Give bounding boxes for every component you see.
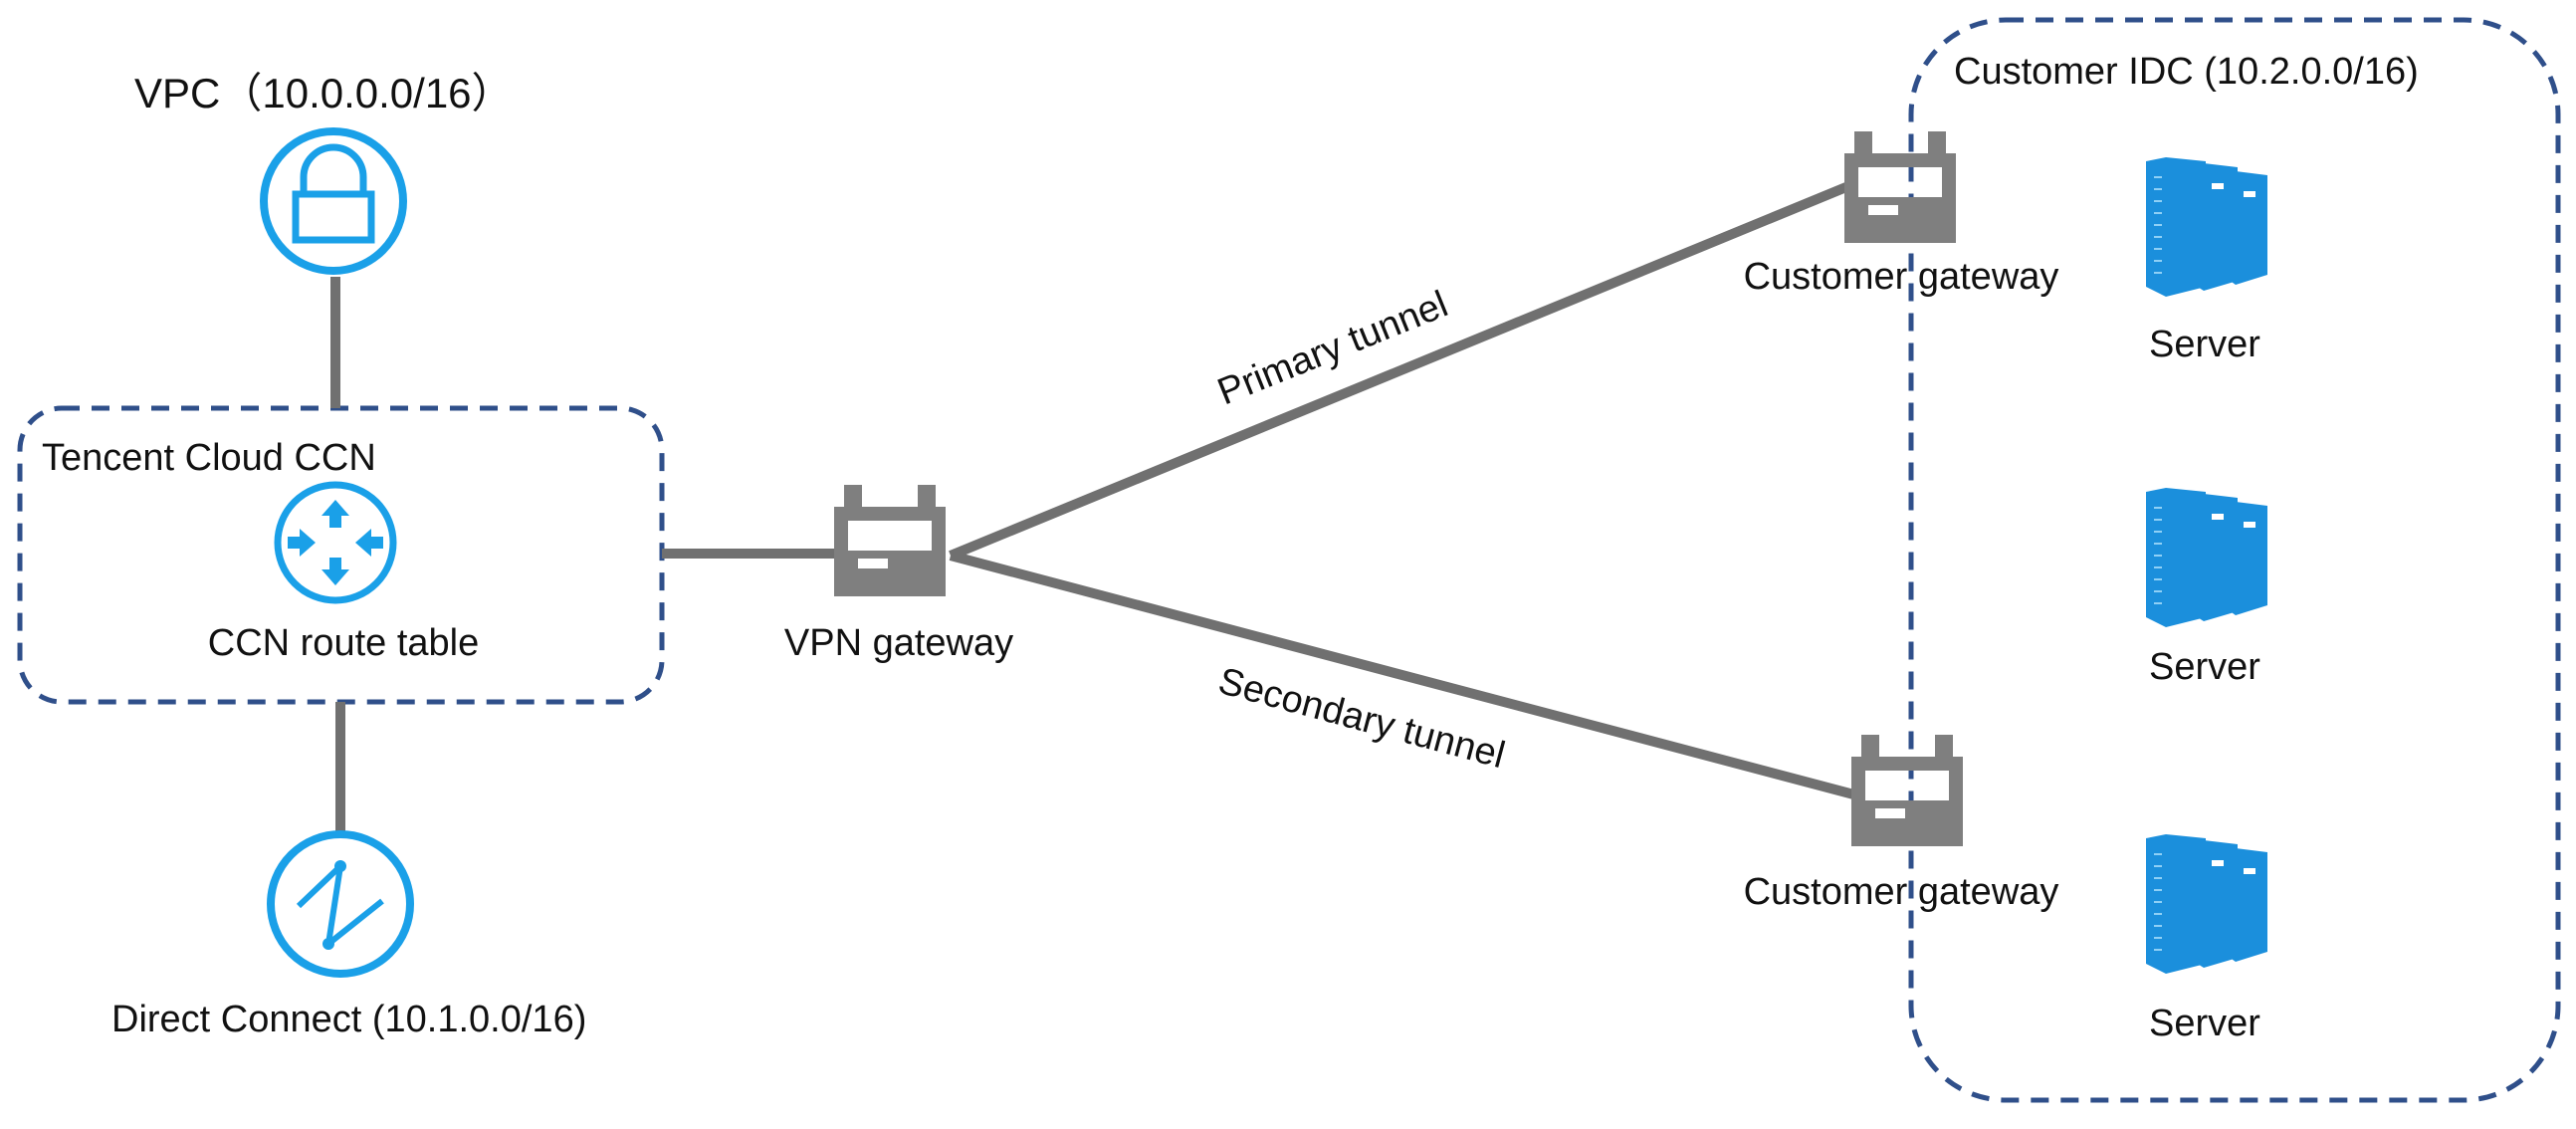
- ccn-route-table-label: CCN route table: [208, 622, 479, 664]
- ccn-group-label: Tencent Cloud CCN: [42, 437, 376, 479]
- router-icon: [274, 481, 397, 604]
- vpc-label: VPC（10.0.0.0/16）: [134, 70, 514, 116]
- customer-gateway-bottom-icon: [1851, 735, 1963, 846]
- secondary-tunnel-line: [949, 551, 1863, 801]
- server-icon: [2145, 833, 2268, 975]
- secondary-tunnel-label: Secondary tunnel: [1214, 660, 1510, 777]
- customer-idc-label: Customer IDC (10.2.0.0/16): [1954, 51, 2419, 93]
- direct-connect-icon: [267, 830, 414, 978]
- primary-tunnel-line: [949, 179, 1855, 561]
- server-label: Server: [2149, 646, 2260, 688]
- vpn-gateway-label: VPN gateway: [784, 622, 1013, 664]
- customer-gateway-top-label: Customer gateway: [1744, 256, 2059, 298]
- server-icon: [2145, 487, 2268, 628]
- server-label: Server: [2149, 1003, 2260, 1044]
- customer-gateway-top-icon: [1844, 131, 1956, 243]
- vpn-gateway-icon: [834, 485, 946, 596]
- customer-idc-group-box: [1908, 17, 2561, 1103]
- customer-gateway-bottom-label: Customer gateway: [1744, 871, 2059, 913]
- lock-icon: [260, 127, 407, 275]
- direct-connect-label: Direct Connect (10.1.0.0/16): [111, 999, 586, 1040]
- server-icon: [2145, 156, 2268, 298]
- server-label: Server: [2149, 324, 2260, 365]
